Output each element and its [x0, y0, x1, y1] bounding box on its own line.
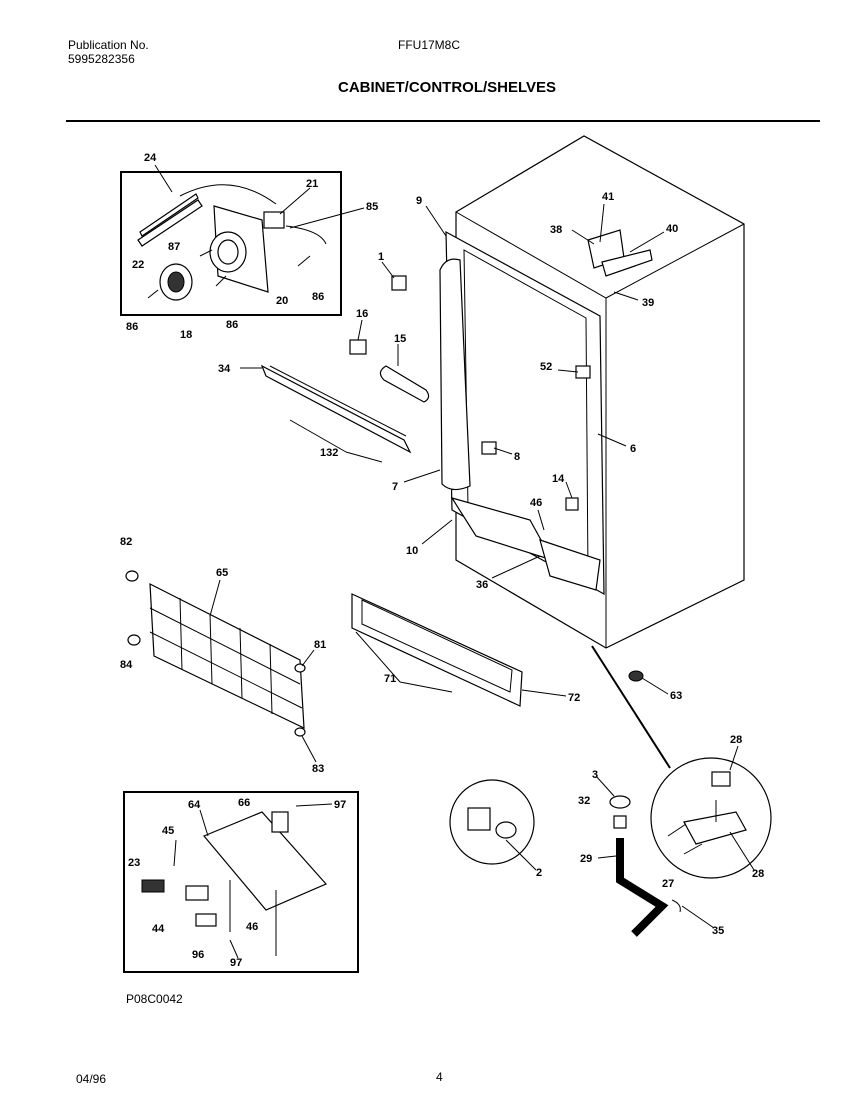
callout-97b: 97: [230, 957, 242, 969]
callout-22: 22: [132, 259, 144, 271]
callout-72: 72: [568, 692, 580, 704]
publication-label: Publication No.: [68, 38, 149, 52]
callout-39: 39: [642, 297, 654, 309]
header-rule: [66, 120, 820, 122]
callout-66: 66: [238, 797, 250, 809]
callout-46a: 46: [530, 497, 542, 509]
footer-date: 04/96: [76, 1072, 107, 1086]
callout-6: 6: [630, 443, 636, 455]
callout-46b: 46: [246, 921, 258, 933]
callout-15: 15: [394, 333, 406, 345]
publication-number: 5995282356: [68, 52, 135, 66]
callout-63a: 63: [670, 690, 682, 702]
callout-86c: 86: [226, 319, 238, 331]
callout-96: 96: [192, 949, 204, 961]
figure-code: P08C0042: [126, 992, 183, 1006]
light-switch-assembly-drawing: [141, 811, 327, 956]
callout-10: 10: [406, 545, 418, 557]
callout-85: 85: [366, 201, 378, 213]
callout-1: 1: [378, 251, 384, 263]
callout-2: 2: [536, 867, 542, 879]
callout-36: 36: [476, 579, 488, 591]
control-assembly-drawing: [137, 184, 327, 301]
callout-86b: 86: [126, 321, 138, 333]
callout-38: 38: [550, 224, 562, 236]
callout-86a: 86: [312, 291, 324, 303]
callout-20: 20: [276, 295, 288, 307]
shelf-support-81: [294, 663, 306, 673]
callout-23: 23: [128, 857, 140, 869]
callout-9: 9: [416, 195, 422, 207]
page-title: CABINET/CONTROL/SHELVES: [338, 79, 557, 96]
callout-84: 84: [120, 659, 133, 671]
callout-52: 52: [540, 361, 552, 373]
callout-28b: 28: [752, 868, 764, 880]
callout-64: 64: [188, 799, 201, 811]
callout-14: 14: [552, 473, 565, 485]
callout-8: 8: [514, 451, 520, 463]
hinge-detail-drawing: [591, 645, 772, 879]
callout-97a: 97: [334, 799, 346, 811]
drain-detail-drawing: [449, 779, 535, 865]
callout-132: 132: [320, 447, 338, 459]
shelf-bar-drawing: [260, 364, 412, 454]
callout-40: 40: [666, 223, 678, 235]
shelf-support-82: [125, 570, 139, 582]
callout-34: 34: [218, 363, 231, 375]
callout-27: 27: [662, 878, 674, 890]
callout-41: 41: [602, 191, 614, 203]
model-number: FFU17M8C: [398, 38, 461, 52]
leveling-leg: [628, 670, 644, 682]
callout-32: 32: [578, 795, 590, 807]
callout-44: 44: [152, 923, 165, 935]
drain-hose-drawing: [609, 795, 681, 937]
callout-65: 65: [216, 567, 228, 579]
page-number: 4: [436, 1070, 443, 1084]
callout-71: 71: [384, 673, 396, 685]
light-switch-inset-box: [123, 791, 359, 973]
callout-45: 45: [162, 825, 174, 837]
wire-shelf-drawing: [149, 582, 305, 729]
callout-7: 7: [392, 481, 398, 493]
callout-21: 21: [306, 178, 318, 190]
callout-18: 18: [180, 329, 192, 341]
callout-labels: 24 21 85 22 87 20 86 86 86 18 9 41 38 40…: [120, 152, 764, 969]
callout-83: 83: [312, 763, 324, 775]
callout-87: 87: [168, 241, 180, 253]
shelf-support-83: [294, 727, 306, 737]
callout-81: 81: [314, 639, 326, 651]
callout-35: 35: [712, 925, 724, 937]
callout-3: 3: [592, 769, 598, 781]
cabinet-drawing: [349, 135, 745, 649]
shelf-support-84: [127, 634, 141, 646]
kick-plate-drawing: [351, 593, 523, 707]
callout-29: 29: [580, 853, 592, 865]
leader-lines: [154, 164, 755, 959]
callout-28a: 28: [730, 734, 742, 746]
callout-24: 24: [144, 152, 157, 164]
control-inset-box: [120, 171, 342, 316]
callout-16: 16: [356, 308, 368, 320]
callout-82: 82: [120, 536, 132, 548]
